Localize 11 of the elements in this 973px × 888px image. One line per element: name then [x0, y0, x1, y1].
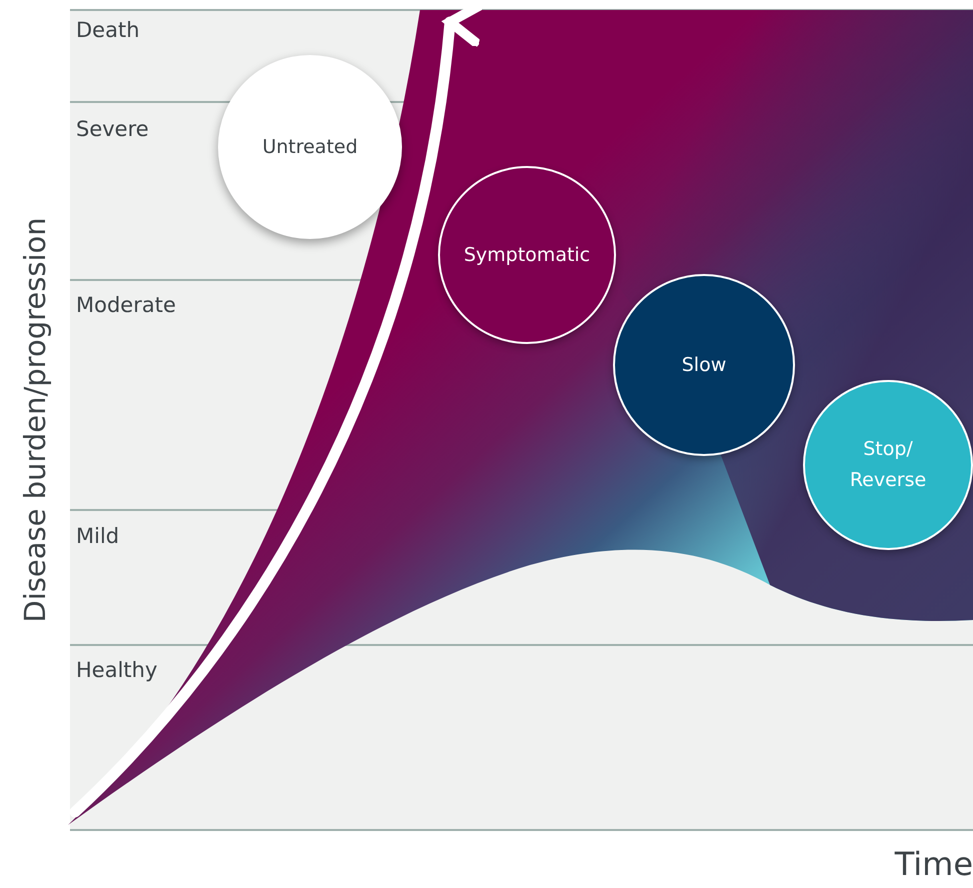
stage-label: Slow	[682, 352, 726, 378]
axis-title: Disease burden/progression	[18, 217, 52, 623]
stage-label: Symptomatic	[464, 242, 590, 268]
axis-title: Time	[894, 845, 973, 883]
level-label: Moderate	[76, 293, 176, 317]
stage-label: Untreated	[262, 134, 358, 160]
level-label: Death	[76, 18, 140, 42]
stage-label: Stop/ Reverse	[848, 437, 928, 493]
level-label: Healthy	[76, 658, 158, 682]
level-label: Severe	[76, 117, 149, 141]
level-label: Mild	[76, 524, 120, 548]
